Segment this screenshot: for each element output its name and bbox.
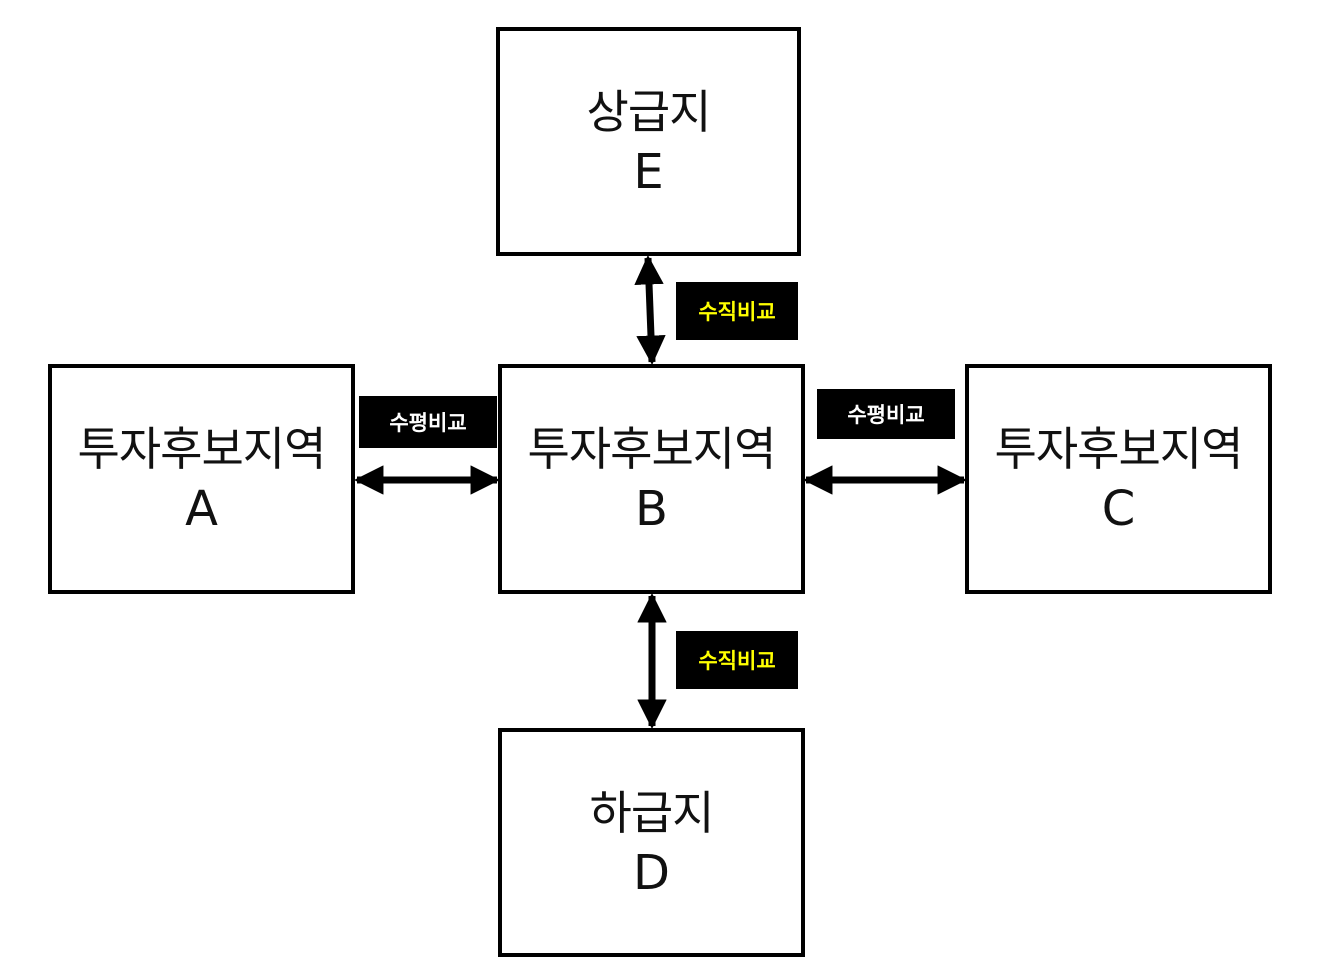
- candidate-a-title: 투자후보지역: [77, 422, 327, 476]
- candidate-a-box: 투자후보지역 A: [48, 364, 355, 594]
- candidate-b-letter: B: [635, 481, 668, 537]
- candidate-c-title: 투자후보지역: [994, 422, 1244, 476]
- horizontal-comparison-label-left: 수평비교: [359, 396, 497, 448]
- lower-tier-letter: D: [633, 844, 670, 901]
- candidate-a-letter: A: [185, 481, 218, 537]
- horizontal-comparison-label-right: 수평비교: [817, 389, 955, 439]
- vertical-arrow-top: [634, 255, 666, 365]
- candidate-c-letter: C: [1101, 481, 1136, 537]
- upper-tier-box: 상급지 E: [496, 27, 801, 256]
- candidate-b-box: 투자후보지역 B: [498, 364, 805, 594]
- candidate-b-title: 투자후보지역: [527, 422, 777, 476]
- upper-tier-title: 상급지: [586, 84, 712, 139]
- upper-tier-letter: E: [633, 143, 664, 200]
- vertical-comparison-label-top: 수직비교: [676, 282, 798, 340]
- lower-tier-title: 하급지: [589, 785, 715, 840]
- vertical-comparison-label-bottom: 수직비교: [676, 631, 798, 689]
- candidate-c-box: 투자후보지역 C: [965, 364, 1272, 594]
- lower-tier-box: 하급지 D: [498, 728, 805, 957]
